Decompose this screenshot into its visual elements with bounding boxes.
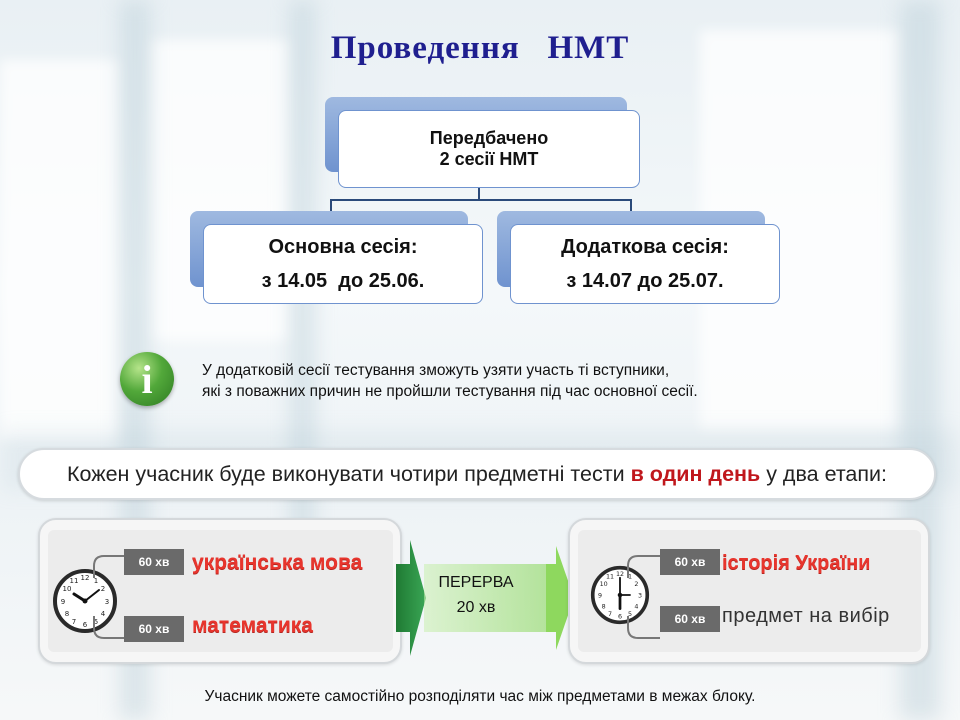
svg-text:5: 5 [628,611,632,618]
timeline-bracket [93,555,126,639]
info-line1: У додатковій сесії тестування зможуть уз… [202,362,670,379]
svg-text:10: 10 [63,585,72,593]
svg-text:3: 3 [638,593,642,600]
subject-elective: предмет на вибір [722,605,890,627]
svg-text:6: 6 [618,614,622,621]
time-badge: 60 хв [660,606,720,632]
top-node: Передбачено 2 сесії НМТ [338,110,640,188]
svg-text:1: 1 [94,577,98,585]
connector-horizontal [330,199,632,201]
top-node-line2: 2 сесії НМТ [439,149,539,169]
break-label: ПЕРЕРВА 20 хв [428,570,524,620]
svg-text:10: 10 [600,581,608,588]
timeline-bracket [627,555,660,639]
main-session-node: Основна сесія: з 14.05 до 25.06. [203,224,483,304]
svg-text:1: 1 [628,574,632,581]
extra-session-title: Додаткова сесія: [561,236,729,258]
subject-history: історія України [722,552,871,574]
statement-before: Кожен учасник буде виконувати чотири пре… [66,461,631,486]
svg-text:4: 4 [634,604,638,611]
svg-text:9: 9 [61,598,65,606]
svg-text:7: 7 [72,618,76,626]
svg-text:11: 11 [70,577,79,585]
info-text: У додатковій сесії тестування зможуть уз… [202,360,698,402]
statement-highlight: в один день [630,461,761,486]
statement-after: у два етапи: [760,461,888,486]
connector-vertical [478,186,480,200]
top-node-line1: Передбачено [429,128,549,148]
svg-text:2: 2 [101,585,105,593]
connector-right [630,199,632,213]
break-duration: 20 хв [456,599,496,616]
svg-text:11: 11 [606,574,614,581]
svg-text:9: 9 [598,593,602,600]
svg-text:12: 12 [616,571,624,578]
svg-text:8: 8 [65,610,69,618]
time-badge: 60 хв [660,549,720,575]
svg-text:7: 7 [608,611,612,618]
statement-banner: Кожен учасник буде виконувати чотири пре… [18,448,936,500]
main-session-dates: з 14.05 до 25.06. [261,270,425,292]
footer-note: Учасник можете самостійно розподіляти ча… [204,688,756,705]
info-line2: які з поважних причин не пройшли тестува… [202,383,698,400]
time-badge: 60 хв [124,616,184,642]
connector-left [330,199,332,213]
break-title: ПЕРЕРВА [438,574,514,591]
page-title: Проведення НМТ [330,30,630,66]
break-arrow-icon [396,540,574,656]
time-badge: 60 хв [124,549,184,575]
svg-text:12: 12 [81,574,90,582]
svg-text:2: 2 [634,581,638,588]
svg-text:3: 3 [105,598,109,606]
extra-session-dates: з 14.07 до 25.07. [566,270,724,292]
extra-session-node: Додаткова сесія: з 14.07 до 25.07. [510,224,780,304]
info-icon: i [120,352,174,406]
svg-text:4: 4 [101,610,106,618]
svg-text:8: 8 [602,604,606,611]
subject-ukrainian: українська мова [192,551,363,574]
svg-text:5: 5 [94,618,98,626]
subject-math: математика [192,614,313,637]
main-session-title: Основна сесія: [268,236,418,258]
svg-text:6: 6 [83,621,88,629]
